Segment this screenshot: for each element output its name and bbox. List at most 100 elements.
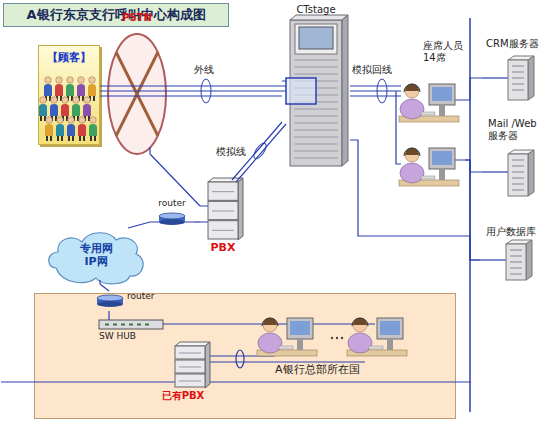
server-rack-part [286, 78, 316, 104]
server-icon-part [506, 244, 526, 280]
agent-figure-part [380, 321, 400, 335]
router-icon [159, 213, 185, 225]
customer-crowd-part [57, 117, 64, 124]
agent-figure-part [432, 87, 452, 101]
mail-web-server-shape-part [482, 171, 508, 172]
customer-crowd-part [62, 97, 69, 104]
customer-crowd-part [45, 77, 52, 84]
server-rack-part [294, 151, 338, 152]
agent-figure-part [439, 169, 445, 180]
server-icon-part [512, 78, 524, 79]
pbx-cabinet-part [175, 342, 210, 346]
customer-crowd-part [89, 77, 96, 84]
pbx-cabinet-part [208, 201, 238, 219]
server-icon-part [528, 56, 534, 100]
agent-figure-part [263, 318, 277, 332]
server-icon-part [508, 60, 528, 100]
bundle-mark [377, 79, 387, 103]
customer-crowd-part [44, 84, 52, 96]
server-icon-part [526, 240, 532, 280]
customer-crowd-part [55, 84, 63, 96]
node-label: A银行总部所在国 [275, 364, 395, 377]
customer-crowd-part [57, 136, 59, 141]
server-rack-part [294, 109, 338, 110]
customer-crowd-part [56, 77, 63, 84]
node-label: 专用网 IP网 [74, 243, 118, 268]
customer-crowd-part [50, 136, 52, 141]
agent-figure-part [352, 318, 368, 326]
agent-figure-part [353, 318, 367, 332]
hub-device-part [99, 320, 163, 329]
customer-crowd-part [40, 116, 42, 121]
pstn-network: PSTN [104, 12, 170, 154]
server-rack-part [294, 123, 338, 124]
router-icon-part [97, 295, 123, 301]
customer-crowd-part [46, 136, 48, 141]
node-label: SW HUB [99, 331, 165, 341]
customer-crowd-part [90, 136, 92, 141]
pbx-cabinet-part [208, 221, 238, 239]
server-rack-part [294, 158, 338, 159]
edge-label: 外线 [194, 64, 214, 76]
pbx-cabinet-part [212, 211, 234, 212]
agent-figure-part [353, 318, 367, 325]
agent-figure-part [377, 318, 403, 339]
agent-figure-part [405, 84, 419, 91]
server-icon-part [512, 190, 524, 191]
agent-figure-part [290, 321, 310, 335]
router-node: router [97, 291, 167, 311]
hq-wiring-part [236, 350, 244, 368]
customer-box: 【顾客】 [38, 45, 100, 145]
hub-device [99, 320, 163, 329]
ctstage-server-shape [282, 4, 350, 170]
server-icon [506, 240, 532, 280]
server-icon-part [512, 160, 524, 161]
router-icon-part [159, 213, 185, 219]
pbx-switch: PBX [200, 180, 246, 260]
agent-figure-part [404, 148, 420, 156]
crm-server: CRM服务器 [482, 38, 554, 106]
agent-figure-part [369, 346, 383, 349]
customer-crowd-part [72, 136, 74, 141]
existing-pbx: 已有PBX [153, 342, 213, 416]
server-rack-part [294, 60, 338, 61]
mail-web-server: Mail /Web 服务器 [482, 118, 554, 202]
router-icon-part [97, 301, 123, 307]
pbx-cabinet-part [175, 374, 205, 387]
customer-crowd-part [67, 124, 75, 136]
agent-group: 座席人员 14席 [395, 40, 465, 196]
server-rack-part [290, 15, 348, 20]
headquarters-area: A银行总部所在国 router SW HUB已有PBX [34, 293, 456, 419]
agent-figure-part [262, 318, 278, 326]
pbx-cabinet-part [238, 178, 243, 240]
hub-device-part [105, 324, 149, 326]
agent-figure-part [279, 346, 293, 349]
node-label: Mail /Web 服务器 [488, 118, 542, 141]
server-rack-part [294, 130, 338, 131]
server-rack-part [294, 137, 338, 138]
agent-figure-part [439, 105, 445, 116]
ip-network-cloud: 专用网 IP网 [46, 228, 146, 284]
pbx-cabinet-part [179, 353, 201, 354]
existing-pbx-shape [153, 342, 213, 416]
server-icon-part [510, 268, 522, 269]
node-label: PSTN [104, 12, 170, 24]
customer-crowd-part [77, 84, 85, 96]
headquarters-area-shape [35, 294, 457, 420]
connector-line [465, 160, 480, 260]
agent-figure-part [405, 84, 419, 98]
ellipsis-dots-part [336, 337, 338, 339]
pstn-ellipse [104, 34, 170, 154]
server-rack-part [294, 144, 338, 145]
node-label: PBX [200, 242, 246, 255]
server-icon-part [512, 72, 524, 73]
pbx-cabinet-part [179, 381, 201, 382]
ellipsis-dots [331, 337, 343, 339]
customer-crowd-part [67, 77, 74, 84]
pbx-cabinet-part [175, 360, 205, 373]
customer-crowd-part [61, 136, 63, 141]
agent-figure [257, 318, 317, 356]
server-rack-part [294, 74, 338, 75]
customer-crowd-part [79, 117, 86, 124]
ellipsis-dots-part [331, 337, 333, 339]
